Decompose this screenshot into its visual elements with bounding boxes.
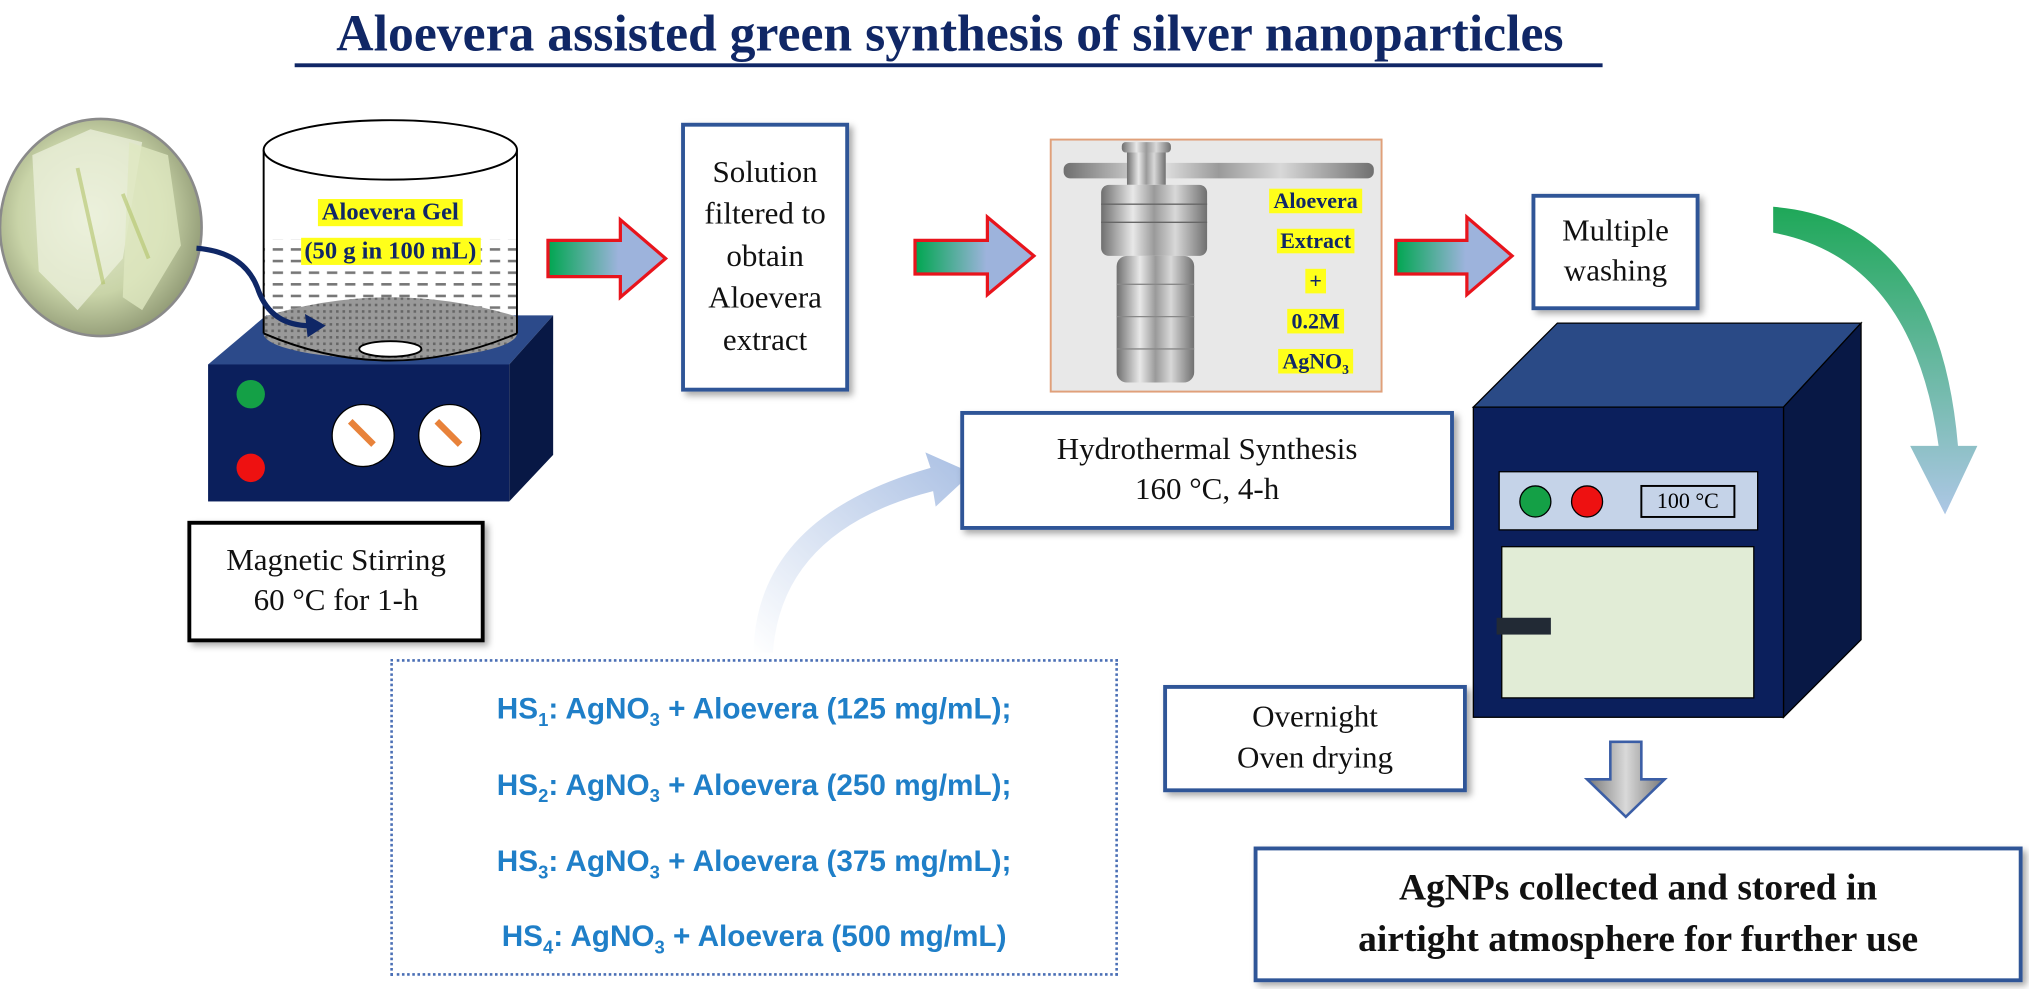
- dial-icon: [418, 403, 482, 468]
- final-line2: airtight atmosphere for further use: [1358, 918, 1919, 960]
- filter-line: obtain: [726, 240, 804, 274]
- final-line1: AgNPs collected and stored in: [1399, 867, 1878, 910]
- reactor-line4: 0.2M: [1287, 308, 1344, 334]
- aloe-vera-photo: [0, 117, 203, 338]
- hydrothermal-line2: 160 °C, 4-h: [1134, 473, 1280, 507]
- washing-box: Multiple washing: [1531, 193, 1700, 311]
- stirring-line1: Magnetic Stirring: [226, 543, 446, 578]
- reactor-line3: +: [1305, 268, 1326, 294]
- flow-arrow-3: [1394, 213, 1515, 299]
- filtration-box: Solution filtered to obtain Aloevera ext…: [681, 122, 850, 392]
- reactor-line1: Aloevera: [1269, 188, 1362, 214]
- filter-line: Aloevera: [708, 281, 822, 316]
- oven-temperature: 100 °C: [1656, 488, 1719, 514]
- reactor-label: Aloevera Extract + 0.2M AgNO3: [1256, 181, 1375, 391]
- curved-arrow-to-synthesis: [753, 452, 972, 653]
- filter-line: Solution: [712, 156, 818, 191]
- washing-line2: washing: [1563, 254, 1668, 289]
- filter-line: extract: [722, 323, 808, 358]
- sample-hs4: HS4: AgNO3 + Aloevera (500 mg/mL): [501, 918, 1007, 959]
- flow-arrow-2: [913, 213, 1037, 299]
- magnetic-stirring-box: Magnetic Stirring 60 °C for 1-h: [187, 520, 485, 643]
- dial-icon: [331, 403, 395, 468]
- drying-line1: Overnight: [1252, 700, 1378, 735]
- beaker-label-line2: (50 g in 100 mL): [300, 237, 481, 265]
- sample-hs1: HS1: AgNO3 + Aloevera (125 mg/mL);: [496, 691, 1012, 731]
- reactor-line5-sub: 3: [1342, 363, 1349, 378]
- oven-green-indicator-icon: [1519, 485, 1552, 518]
- green-indicator-icon: [236, 379, 265, 409]
- title-underline: [294, 63, 1603, 68]
- red-indicator-icon: [236, 453, 265, 483]
- oven-display: [1640, 484, 1736, 518]
- hydrothermal-line1: Hydrothermal Synthesis: [1056, 432, 1358, 467]
- reactor-line5: AgNO: [1282, 348, 1343, 374]
- oven-handle: [1496, 617, 1551, 635]
- washing-line1: Multiple: [1562, 214, 1669, 248]
- sample-hs2: HS2: AgNO3 + Aloevera (250 mg/mL);: [496, 767, 1012, 808]
- stirring-line2: 60 °C for 1-h: [253, 584, 419, 618]
- page-title: Aloevera assisted green synthesis of sil…: [336, 3, 1564, 63]
- hydrothermal-box: Hydrothermal Synthesis 160 °C, 4-h: [960, 410, 1454, 530]
- reactor-line2: Extract: [1276, 228, 1355, 254]
- flow-arrow-1: [546, 216, 669, 301]
- stir-bar: [358, 340, 423, 358]
- down-arrow: [1583, 740, 1668, 819]
- curved-arrow-to-oven: [1773, 206, 1978, 515]
- drying-line2: Oven drying: [1237, 741, 1393, 775]
- beaker-label-line1: Aloevera Gel: [317, 199, 463, 227]
- filter-line: filtered to: [704, 198, 826, 232]
- oven-drying-box: Overnight Oven drying: [1163, 684, 1467, 793]
- transfer-arrow: [196, 245, 311, 329]
- drying-oven: [1471, 321, 1863, 719]
- sample-hs3: HS3: AgNO3 + Aloevera (375 mg/mL);: [496, 843, 1012, 884]
- final-storage-box: AgNPs collected and stored in airtight a…: [1253, 846, 2023, 983]
- beaker-label: Aloevera Gel (50 g in 100 mL): [264, 194, 517, 272]
- oven-red-indicator-icon: [1570, 485, 1604, 518]
- samples-box: [390, 659, 1118, 976]
